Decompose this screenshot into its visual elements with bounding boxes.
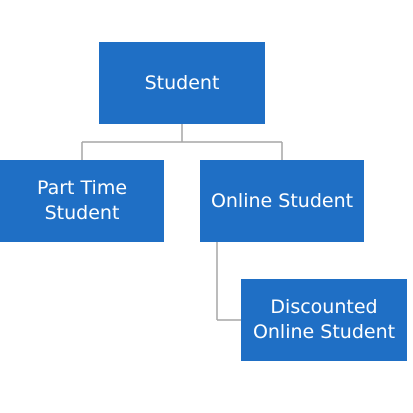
node-part-time-label-line1: Part Time [36, 177, 128, 200]
node-discounted-label-line2: Online Student [252, 321, 396, 343]
node-student-label: Student [144, 71, 220, 94]
node-online-student-label: Online Student [210, 189, 354, 212]
node-part-time-label-line2: Student [44, 202, 120, 224]
node-student: Student [99, 42, 265, 124]
node-discounted-online-student: Discounted Online Student [241, 279, 407, 361]
node-part-time-student: Part Time Student [0, 160, 164, 242]
node-online-student: Online Student [200, 160, 364, 242]
node-discounted-label-line1: Discounted [270, 296, 378, 319]
